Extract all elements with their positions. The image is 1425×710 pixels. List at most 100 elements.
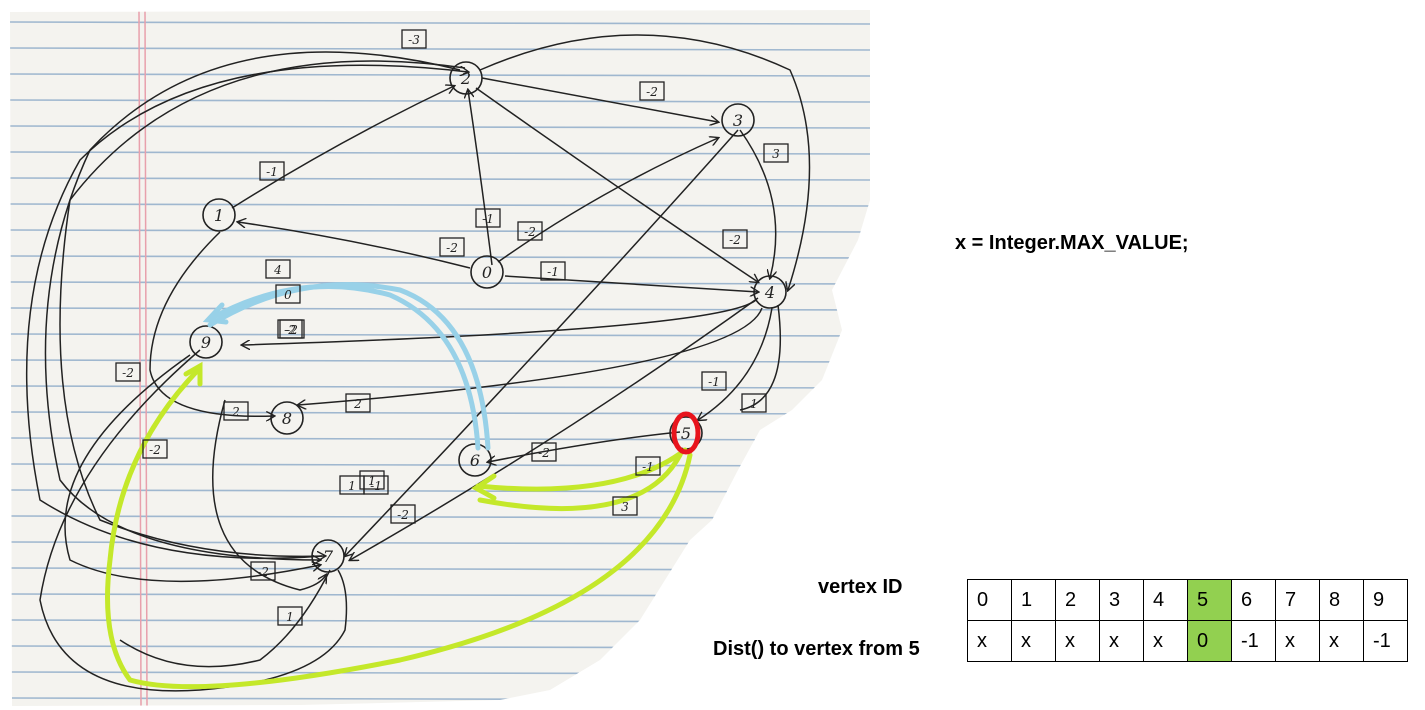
edge (212, 399, 326, 591)
edge-weight: -2 (142, 439, 168, 459)
svg-text:1: 1 (286, 610, 294, 624)
svg-text:-1: -1 (266, 165, 278, 179)
edge-weight: 3 (763, 143, 789, 163)
vertex-4: 4 (753, 275, 787, 309)
svg-text:1: 1 (750, 397, 758, 411)
edge (504, 275, 758, 292)
edge (479, 34, 811, 290)
edge (231, 86, 454, 209)
svg-text:3: 3 (772, 147, 780, 161)
edge (350, 297, 759, 560)
distance-cell: x (1143, 620, 1188, 662)
svg-text:2: 2 (353, 397, 362, 411)
edge (242, 299, 757, 345)
vertex-id-cell: 8 (1319, 579, 1364, 621)
vertex-3: 3 (721, 103, 755, 137)
svg-text:-1: -1 (482, 212, 494, 226)
distance-cell: x (1275, 620, 1320, 662)
graph-edges (25, 34, 811, 692)
vertex-id-cell: 3 (1099, 579, 1144, 621)
edge (698, 307, 773, 420)
edge (64, 354, 320, 583)
edge-weight: -1 (701, 371, 727, 391)
edge-weight: -1 (475, 208, 501, 228)
vertex-id-cell: 4 (1143, 579, 1188, 621)
vertex-label: 4 (764, 283, 775, 302)
vertex-label: 2 (460, 69, 471, 88)
edge-weight: -1 (259, 161, 285, 181)
svg-text:1: 1 (368, 474, 376, 488)
highlight-edges-cyan (202, 282, 491, 451)
vertex-id-cell: 9 (1363, 579, 1408, 621)
svg-text:4: 4 (273, 263, 282, 277)
svg-text:-1: -1 (642, 460, 654, 474)
distance-cell: x (1319, 620, 1364, 662)
edge-weight: -1 (540, 261, 566, 281)
edge-weight: 1 (359, 470, 385, 490)
edge-weight: 4 (265, 259, 291, 279)
edge-weight: -2 (277, 319, 303, 339)
vertex-id-cell: 1 (1011, 579, 1056, 621)
edge-weight: -2 (517, 221, 543, 241)
edge-weight: -2 (722, 229, 748, 249)
svg-text:-3: -3 (408, 33, 420, 47)
vertex-2: 2 (449, 61, 483, 95)
edge (39, 349, 348, 692)
vertex-id-row-label: vertex ID (818, 576, 903, 598)
vertex-7: 7 (311, 539, 345, 573)
vertex-6: 6 (458, 443, 492, 477)
vertex-label: 8 (282, 409, 292, 428)
source-vertex-highlight (671, 411, 701, 455)
edge (25, 64, 468, 560)
svg-text:-2: -2 (149, 443, 161, 457)
vertex-label: 1 (214, 206, 224, 225)
edge-weight: 0 (275, 284, 301, 304)
svg-text:-2: -2 (397, 508, 409, 522)
vertex-label: 3 (733, 111, 743, 130)
svg-text:-2: -2 (122, 366, 134, 380)
edge-weight: -3 (401, 29, 427, 49)
svg-text:-2: -2 (446, 241, 458, 255)
max-value-note: x = Integer.MAX_VALUE; (955, 232, 1189, 254)
svg-text:-2: -2 (284, 323, 296, 337)
svg-text:-1: -1 (708, 375, 720, 389)
edge-weight: -2 (115, 362, 141, 382)
edge (468, 90, 493, 266)
vertex-1: 1 (202, 198, 236, 232)
edge (238, 222, 471, 269)
svg-text:3: 3 (621, 500, 629, 514)
edge-weight: -2 (439, 237, 465, 257)
svg-text:-2: -2 (646, 85, 658, 99)
distance-cell: x (967, 620, 1012, 662)
edge-weight: 1 (277, 606, 303, 626)
edge-weight: -2 (390, 504, 416, 524)
edge (739, 304, 782, 411)
svg-text:-1: -1 (547, 265, 559, 279)
edge-weight: 1 (741, 393, 767, 413)
edge-weight: 2 (345, 393, 371, 413)
svg-text:-2: -2 (524, 225, 536, 239)
vertex-id-cell: 0 (967, 579, 1012, 621)
svg-text:2: 2 (231, 405, 240, 419)
vertex-id-cell: 2 (1055, 579, 1100, 621)
edge (298, 307, 763, 405)
vertex-0: 0 (470, 255, 504, 289)
vertex-label: 0 (482, 263, 492, 282)
highlight-edges-lime (105, 361, 693, 690)
edge (44, 51, 461, 560)
edge-weight: -2 (250, 561, 276, 581)
svg-text:-2: -2 (257, 565, 269, 579)
vertex-label: 9 (201, 333, 211, 352)
vertex-label: 7 (323, 547, 334, 566)
svg-text:-1: -1 (370, 479, 382, 493)
edge-weight: -2 (639, 81, 665, 101)
edge (119, 569, 331, 668)
distance-row-label: Dist() to vertex from 5 (713, 638, 920, 660)
distance-cell: -1 (1363, 620, 1408, 662)
edge-weight: -1 (635, 456, 661, 476)
